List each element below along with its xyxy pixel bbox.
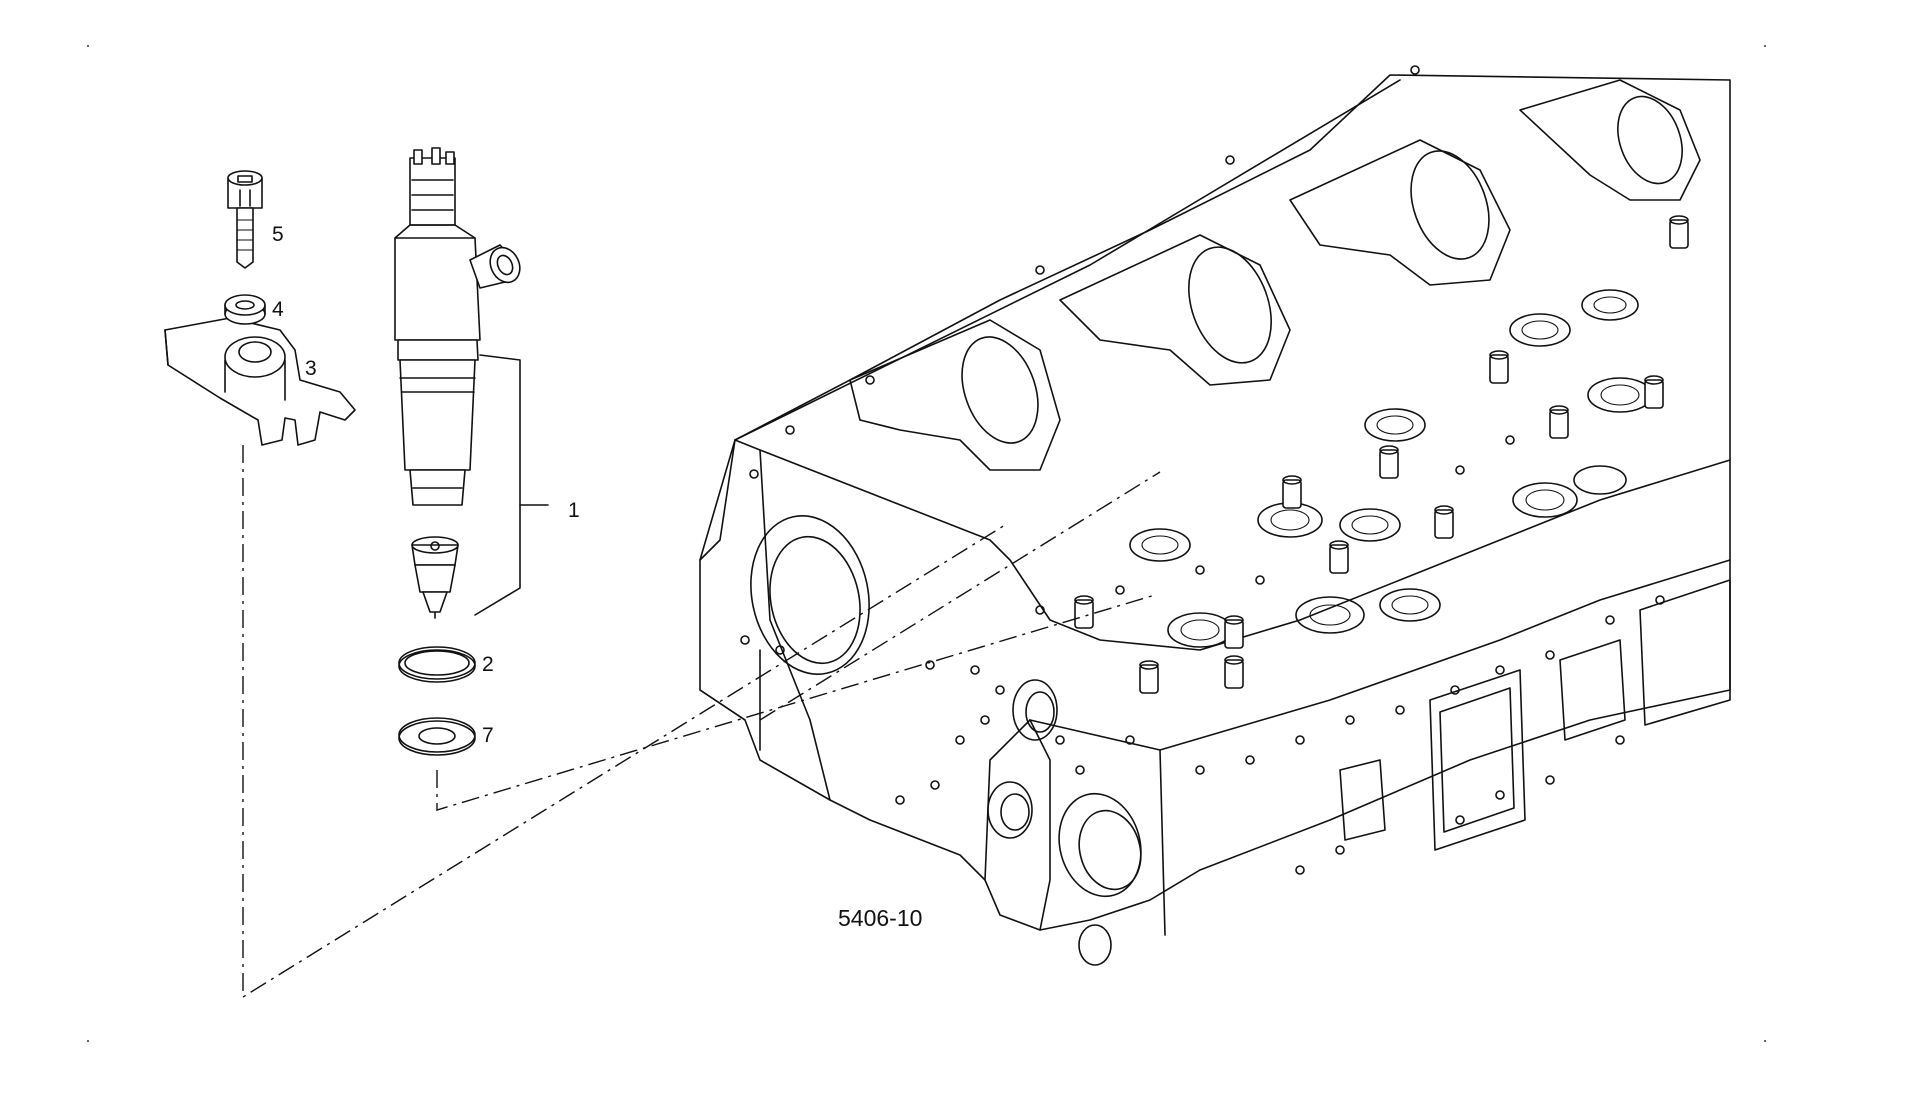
figure-code: 5406-10 (838, 905, 922, 931)
callout-1: 1 (568, 499, 580, 522)
copper-washer (398, 717, 476, 756)
callout-labels: 1 2 3 4 5 7 5406-10 (272, 223, 922, 931)
callout-5: 5 (272, 223, 284, 246)
valve-guides (1074, 215, 1689, 694)
bolt (227, 170, 263, 269)
callout-4: 4 (272, 298, 284, 321)
washer (224, 294, 266, 325)
callout-7: 7 (482, 724, 494, 747)
callout-3: 3 (305, 357, 317, 380)
bolt-holes (740, 65, 1665, 875)
injector-clamp (164, 317, 356, 446)
sealing-ring (398, 646, 476, 683)
cylinder-head (699, 65, 1731, 966)
injector-assembly (394, 147, 549, 619)
page-corner-marks (87, 45, 1766, 1042)
assembly-centerlines (242, 445, 1161, 999)
callout-2: 2 (482, 653, 494, 676)
valve-pockets (1129, 289, 1653, 648)
